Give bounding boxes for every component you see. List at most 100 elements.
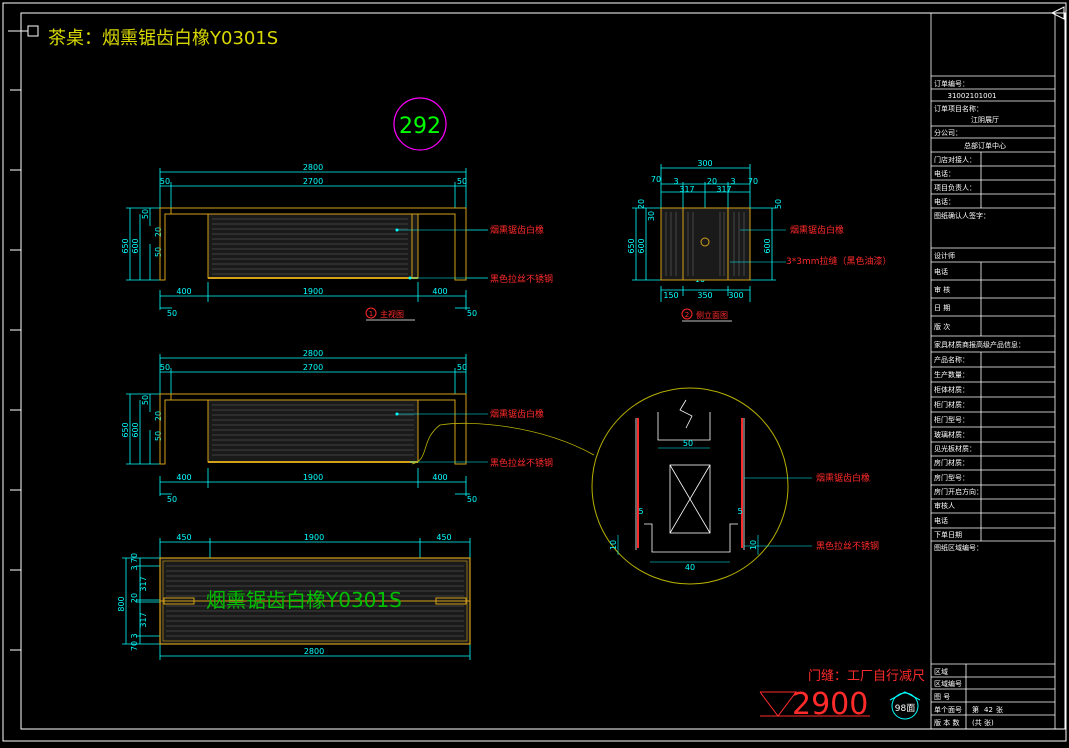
page-badge: 292 [399, 114, 441, 139]
dim-bottom-50-left: 50 [167, 309, 177, 318]
plan-dim-70-bottom: 70 [130, 641, 139, 651]
side-callout-wood: 烟熏锯齿白橡 [790, 224, 844, 236]
plan-dim-317-bottom: 317 [139, 612, 148, 627]
confirm-label: 图纸确认人签字： [934, 211, 990, 220]
dim-left-50-bottom: 50 [154, 247, 163, 257]
side-dim-317-right: 317 [716, 185, 731, 194]
row-a-0: 门店对接人： [934, 155, 976, 164]
inner-frame [20, 12, 1066, 730]
dim-bottom-50-right: 50 [467, 309, 477, 318]
project-label: 订单项目名称： [934, 104, 983, 113]
product-header: 家具材质商报高级产品信息： [934, 340, 1025, 349]
dim-left-600: 600 [131, 238, 140, 253]
dim2-bottom-400-right: 400 [432, 473, 447, 482]
side-dim-150: 150 [663, 291, 678, 300]
dim2-left-20: 20 [154, 411, 163, 421]
wood-grain-2 [212, 404, 414, 456]
side-dim-300-bottom: 300 [728, 291, 743, 300]
sheet-suffix: 张 [996, 705, 1003, 714]
side-dim-600-left: 600 [637, 238, 646, 253]
callout-steel-2: 黑色拉丝不锈钢 [490, 457, 553, 469]
dim2-top-50-right: 50 [457, 363, 467, 372]
side-dim-20: 20 [707, 177, 717, 186]
row-c-0: 产品名称： [934, 355, 969, 364]
row-b-0: 设计师 [934, 251, 955, 260]
wood-grain-1 [212, 218, 408, 275]
title-block [930, 12, 1056, 730]
row-c-12: 下单日期 [934, 530, 962, 539]
view-label-num-2: 2 [685, 311, 689, 319]
row-c-1: 生产数量： [934, 370, 969, 379]
side-wood-grain [665, 212, 745, 276]
row-c-9: 房门开启方向： [934, 487, 983, 496]
page-tag-circle [891, 692, 919, 720]
plan-view: 450 1900 450 2800 800 70 3 317 20 317 3 … [117, 533, 471, 660]
dim-left-650: 650 [121, 238, 130, 253]
row-d-1: 区域编号 [934, 679, 962, 688]
big-number: 2900 [792, 687, 868, 722]
row-c-5: 玻璃材质： [934, 430, 969, 439]
view-label-circle-2 [681, 308, 693, 320]
side-dim-3-right: 3 [730, 177, 735, 186]
side-dim-70-left: 70 [651, 175, 661, 184]
side-dim-50-right: 50 [774, 199, 783, 209]
sheet-total: (共 张) [972, 718, 994, 727]
detail-callout-wood: 烟熏锯齿白橡 [816, 472, 870, 484]
callout-wood-1: 烟熏锯齿白橡 [490, 224, 544, 236]
dim-bottom-1900: 1900 [303, 287, 323, 296]
detail-dim-40: 40 [685, 563, 695, 572]
plan-dim-450-left: 450 [176, 533, 191, 542]
dim-left-20: 20 [154, 227, 163, 237]
side-dim-3-left: 3 [673, 177, 678, 186]
row-b-1: 电话 [934, 267, 948, 276]
side-dim-650: 650 [627, 238, 636, 253]
callout-steel-1: 黑色拉丝不锈钢 [490, 273, 553, 285]
side-dim-350: 350 [697, 291, 712, 300]
row-c-6: 见光板材质： [934, 444, 976, 453]
project-name: 江阴展厅 [971, 115, 999, 124]
plan-wood-grain [166, 565, 464, 637]
row-a-1: 电话： [934, 169, 955, 178]
row-b-2: 审 核 [934, 285, 950, 294]
plan-watermark: 烟熏锯齿白橡Y0301S [206, 588, 402, 612]
row-b-3: 日 期 [934, 304, 950, 312]
front-view-2: 2800 2700 50 50 400 1900 400 50 50 650 6… [121, 349, 595, 504]
row-c-7: 房门材质： [934, 458, 969, 467]
dim2-top-2700: 2700 [303, 363, 323, 372]
dim2-left-650: 650 [121, 422, 130, 437]
row-a-2: 项目负责人： [934, 183, 976, 192]
side-dim-20-left: 20 [637, 199, 646, 209]
dim2-top-50-left: 50 [160, 363, 170, 372]
row-b-4: 版 次 [934, 322, 950, 331]
dim2-bottom-1900: 1900 [303, 473, 323, 482]
door-gap-note: 门缝：工厂自行减尺 [808, 669, 925, 684]
plan-dim-450-right: 450 [436, 533, 451, 542]
dim2-top-2800: 2800 [303, 349, 323, 358]
detail-dim-10-right: 10 [749, 540, 758, 550]
row-c-8: 房门型号： [934, 473, 969, 482]
sheet-number: 42 [984, 706, 993, 714]
view-label-side: 侧立面图 [696, 310, 728, 320]
dim2-bottom-50-left: 50 [167, 495, 177, 504]
plan-dim-800: 800 [117, 596, 126, 611]
dim2-bottom-400-left: 400 [176, 473, 191, 482]
side-callout-seam: 3*3mm拉缝（黑色油漆） [786, 255, 892, 267]
detail-dim-5-right: 5 [737, 507, 742, 516]
dim2-left-50-top: 50 [141, 395, 150, 405]
dim-left-50-top: 50 [141, 209, 150, 219]
view-label-circle-1 [365, 307, 377, 319]
dim2-bottom-50-right: 50 [467, 495, 477, 504]
plan-dim-1900: 1900 [304, 533, 324, 542]
side-dim-317-left: 317 [679, 185, 694, 194]
plan-dim-70-top: 70 [130, 553, 139, 563]
sheet-prefix: 第 [972, 705, 979, 714]
plan-dim-317-top: 317 [139, 576, 148, 591]
drawing-title: 茶桌：烟熏锯齿白橡Y0301S [48, 28, 278, 49]
row-c-2: 柜体材质： [934, 385, 969, 394]
company-label: 分公司： [934, 128, 962, 137]
remark-label: 图纸区域编号： [934, 543, 983, 552]
front-view-1: 2800 2700 50 50 400 1900 400 50 50 650 6… [121, 163, 553, 321]
detail-dim-5-left: 5 [638, 507, 643, 516]
